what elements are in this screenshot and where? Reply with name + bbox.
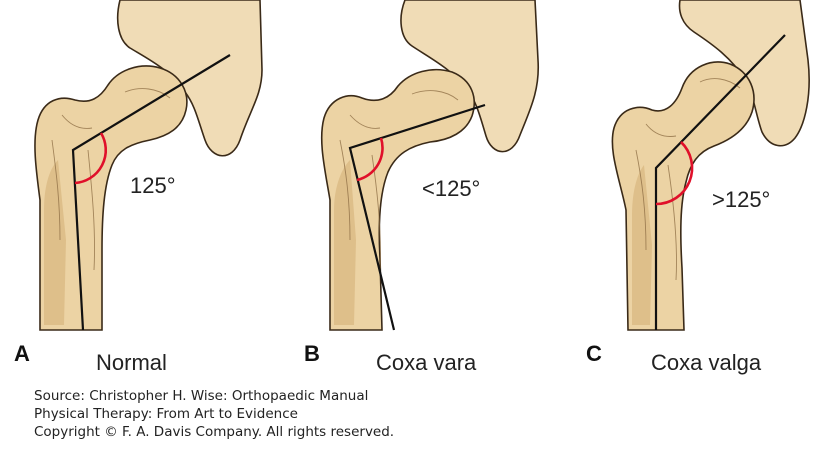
- femur-hatching-c: [635, 78, 741, 281]
- femur-b: [320, 68, 476, 331]
- neck-shaft-axis-c: [654, 34, 786, 330]
- panel-letter-b: B: [304, 341, 320, 366]
- femur-shading-a: [44, 160, 66, 325]
- panel-c: >125° C Coxa valga: [586, 0, 810, 375]
- femur-a: [34, 65, 188, 331]
- source-citation: Source: Christopher H. Wise: Orthopaedic…: [34, 387, 394, 441]
- source-line-3: Copyright © F. A. Davis Company. All rig…: [34, 424, 395, 440]
- angle-label-c: >125°: [712, 187, 770, 212]
- angle-label-a: 125°: [130, 173, 176, 198]
- femur-shading-b: [334, 160, 356, 325]
- neck-shaft-axis-b: [348, 103, 486, 331]
- angle-arc-a: [74, 132, 108, 185]
- femur-shading-c: [632, 165, 652, 325]
- angle-arc-b: [356, 137, 384, 182]
- femur-hatching-b: [339, 90, 459, 273]
- neck-shaft-axis-a: [71, 54, 231, 331]
- source-line-1: Source: Christopher H. Wise: Orthopaedic…: [34, 388, 369, 404]
- angle-arc-c: [655, 141, 694, 206]
- panel-caption-a: Normal: [96, 350, 167, 375]
- source-line-2: Physical Therapy: From Art to Evidence: [34, 406, 298, 422]
- pelvis-acetabulum-a: [116, 0, 263, 157]
- panel-caption-c: Coxa valga: [651, 350, 762, 375]
- panel-caption-b: Coxa vara: [376, 350, 477, 375]
- pelvis-acetabulum-b: [400, 0, 540, 153]
- femur-hatching-a: [51, 88, 171, 271]
- angle-label-b: <125°: [422, 176, 480, 201]
- panel-letter-a: A: [14, 341, 30, 366]
- panel-a: 125° A Normal: [14, 0, 263, 375]
- panel-letter-c: C: [586, 341, 602, 366]
- panel-b: <125° B Coxa vara: [304, 0, 540, 375]
